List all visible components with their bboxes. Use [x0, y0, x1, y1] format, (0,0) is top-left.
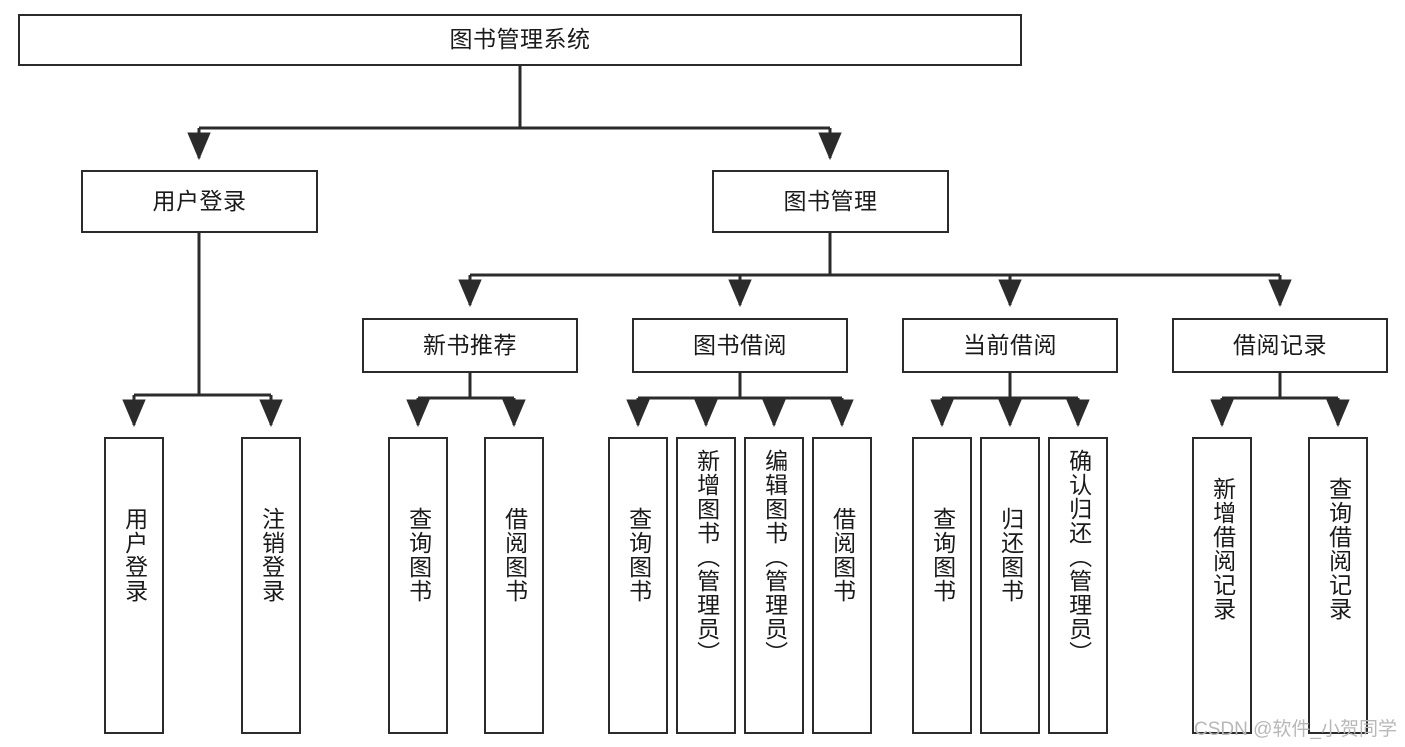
- node-leaf-logout-label: 注销登录: [258, 507, 285, 603]
- node-leaf-query-record[interactable]: 查询借阅记录: [1308, 437, 1368, 734]
- node-current-borrow[interactable]: 当前借阅: [902, 318, 1118, 373]
- node-new-book-recommend-label: 新书推荐: [423, 331, 517, 358]
- node-leaf-add-record-label: 新增借阅记录: [1209, 477, 1236, 621]
- node-leaf-user-login[interactable]: 用户登录: [104, 437, 164, 734]
- node-leaf-query-book-2[interactable]: 查询图书: [608, 437, 668, 734]
- node-leaf-query-book-3[interactable]: 查询图书: [912, 437, 972, 734]
- node-leaf-return-book-label: 归还图书: [997, 507, 1024, 603]
- node-root-label: 图书管理系统: [449, 26, 591, 53]
- node-leaf-borrow-book-1-label: 借阅图书: [501, 507, 528, 603]
- node-current-borrow-label: 当前借阅: [963, 331, 1057, 358]
- node-leaf-return-book[interactable]: 归还图书: [980, 437, 1040, 734]
- node-leaf-query-book-2-label: 查询图书: [625, 507, 652, 603]
- node-book-management[interactable]: 图书管理: [712, 170, 949, 233]
- node-leaf-add-record[interactable]: 新增借阅记录: [1192, 437, 1252, 734]
- node-leaf-borrow-book-2[interactable]: 借阅图书: [812, 437, 872, 734]
- node-leaf-query-book-1[interactable]: 查询图书: [388, 437, 448, 734]
- node-leaf-edit-book-label: 编辑图书（管理员）: [761, 449, 788, 665]
- node-leaf-edit-book[interactable]: 编辑图书（管理员）: [744, 437, 804, 734]
- node-leaf-query-record-label: 查询借阅记录: [1325, 477, 1352, 621]
- node-leaf-borrow-book-2-label: 借阅图书: [829, 507, 856, 603]
- csdn-watermark: CSDN @软件_小贺同学: [1194, 719, 1397, 740]
- node-leaf-confirm-return-label: 确认归还（管理员）: [1065, 449, 1092, 665]
- node-borrow-record[interactable]: 借阅记录: [1172, 318, 1388, 373]
- node-leaf-user-login-label: 用户登录: [121, 507, 148, 603]
- node-root[interactable]: 图书管理系统: [18, 14, 1022, 66]
- node-leaf-add-book-label: 新增图书（管理员）: [693, 449, 720, 665]
- node-borrow-record-label: 借阅记录: [1233, 331, 1327, 358]
- node-leaf-query-book-3-label: 查询图书: [929, 507, 956, 603]
- node-user-login-label: 用户登录: [152, 187, 247, 214]
- node-new-book-recommend[interactable]: 新书推荐: [362, 318, 578, 373]
- node-user-login[interactable]: 用户登录: [81, 170, 318, 233]
- node-book-borrow[interactable]: 图书借阅: [632, 318, 848, 373]
- node-leaf-logout[interactable]: 注销登录: [241, 437, 301, 734]
- node-book-management-label: 图书管理: [783, 187, 878, 214]
- node-leaf-query-book-1-label: 查询图书: [405, 507, 432, 603]
- node-leaf-borrow-book-1[interactable]: 借阅图书: [484, 437, 544, 734]
- node-leaf-add-book[interactable]: 新增图书（管理员）: [676, 437, 736, 734]
- node-leaf-confirm-return[interactable]: 确认归还（管理员）: [1048, 437, 1108, 734]
- node-book-borrow-label: 图书借阅: [693, 331, 787, 358]
